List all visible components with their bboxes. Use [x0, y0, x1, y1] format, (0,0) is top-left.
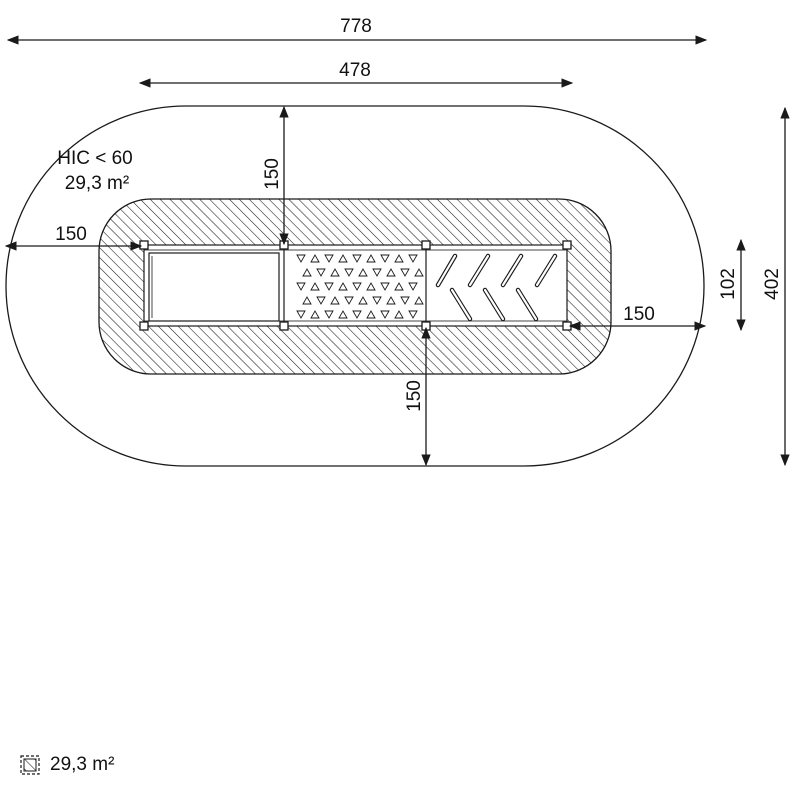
- climbing-hold-icon: [330, 268, 340, 277]
- climbing-hold-icon: [310, 254, 320, 263]
- climbing-hold-icon: [414, 268, 424, 277]
- dimension-inner-width-label: 478: [339, 60, 371, 81]
- climbing-hold-icon: [338, 254, 348, 263]
- climbing-hold-icon: [400, 296, 410, 305]
- climbing-hold-icon: [358, 296, 368, 305]
- climbing-hold-icon: [352, 254, 362, 263]
- hic-label: HIC < 60: [57, 148, 133, 169]
- post-icon: [139, 321, 149, 331]
- post-icon: [279, 321, 289, 331]
- climbing-hold-icon: [380, 310, 390, 319]
- rung-icon: [436, 254, 457, 287]
- climbing-hold-icon: [394, 310, 404, 319]
- climbing-hold-icon: [310, 282, 320, 291]
- equipment-footprint: [139, 240, 572, 331]
- rung-icon: [501, 254, 523, 287]
- climbing-hold-icon: [296, 254, 306, 263]
- legend-area-label: 29,3 m²: [50, 754, 115, 775]
- climbing-hold-icon: [408, 310, 418, 319]
- climbing-hold-icon: [344, 268, 354, 277]
- climbing-hold-icon: [386, 268, 396, 277]
- climbing-hold-icon: [366, 310, 376, 319]
- dimension-clearance-right-label: 150: [623, 304, 655, 325]
- climbing-hold-icon: [394, 254, 404, 263]
- panel-section: [148, 252, 280, 322]
- post-icon: [139, 240, 149, 250]
- dimension-overall-depth-label: 402: [762, 268, 783, 300]
- climbing-hold-icon: [324, 254, 334, 263]
- climbing-hold-icon: [344, 296, 354, 305]
- climbing-hold-icon: [352, 310, 362, 319]
- climbing-hold-icon: [302, 268, 312, 277]
- dimension-clearance-left-label: 150: [55, 224, 87, 245]
- climbing-hold-icon: [324, 310, 334, 319]
- climbing-hold-icon: [366, 282, 376, 291]
- climbing-holds-section: [296, 254, 424, 319]
- climbing-hold-icon: [394, 282, 404, 291]
- safety-area-label: 29,3 m²: [65, 173, 129, 194]
- climbing-hold-icon: [408, 254, 418, 263]
- climbing-hold-icon: [408, 282, 418, 291]
- climbing-hold-icon: [380, 282, 390, 291]
- dimension-overall-width-label: 778: [340, 16, 372, 37]
- rung-icon: [450, 288, 472, 321]
- climbing-hold-icon: [338, 282, 348, 291]
- climbing-hold-icon: [330, 296, 340, 305]
- climbing-hold-icon: [352, 282, 362, 291]
- dimension-lines: [4, 35, 790, 467]
- post-icon: [562, 240, 572, 250]
- climbing-hold-icon: [380, 254, 390, 263]
- climbing-hold-icon: [372, 296, 382, 305]
- dimension-clearance-top-label: 150: [262, 158, 283, 190]
- dimension-equipment-depth-label: 102: [718, 268, 739, 300]
- rung-icon: [468, 254, 490, 287]
- safety-zone-outline: [5, 105, 705, 467]
- climbing-hold-icon: [386, 296, 396, 305]
- climbing-rungs-section: [435, 253, 558, 322]
- post-icon: [421, 240, 431, 250]
- rung-icon: [535, 254, 557, 287]
- climbing-hold-icon: [338, 310, 348, 319]
- hatched-area-legend-icon: [20, 755, 40, 775]
- climbing-hold-icon: [372, 268, 382, 277]
- climbing-hold-icon: [296, 310, 306, 319]
- climbing-hold-icon: [358, 268, 368, 277]
- climbing-hold-icon: [296, 282, 306, 291]
- dimension-clearance-bottom-label: 150: [404, 380, 425, 412]
- climbing-hold-icon: [400, 268, 410, 277]
- climbing-hold-icon: [302, 296, 312, 305]
- post-icon: [562, 321, 572, 331]
- rung-icon: [516, 288, 538, 321]
- climbing-hold-icon: [310, 310, 320, 319]
- climbing-hold-icon: [316, 296, 326, 305]
- climbing-hold-icon: [316, 268, 326, 277]
- legend: 29,3 m²: [20, 752, 114, 778]
- climbing-hold-icon: [366, 254, 376, 263]
- climbing-hold-icon: [324, 282, 334, 291]
- climbing-hold-icon: [414, 296, 424, 305]
- rung-icon: [483, 288, 505, 321]
